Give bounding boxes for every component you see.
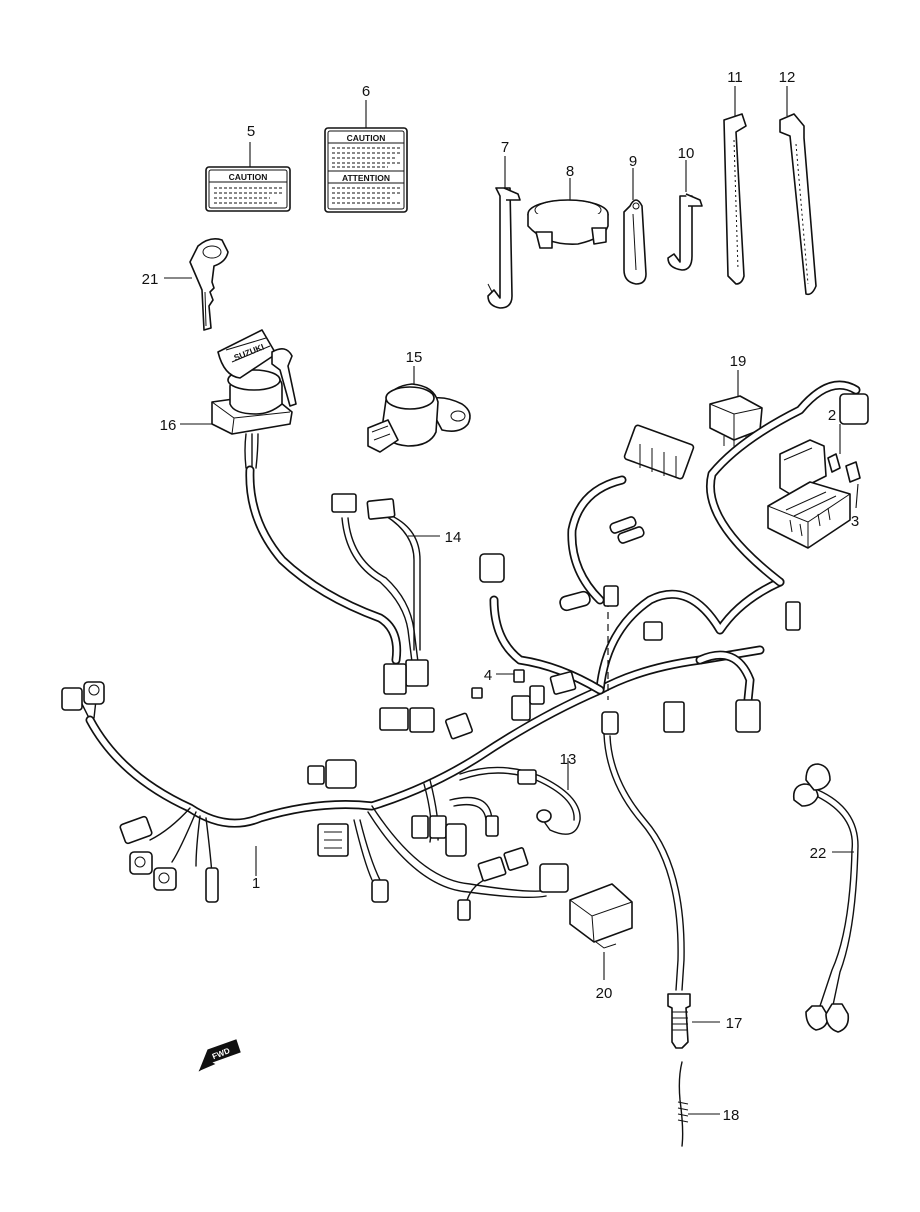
- callout-1: 1: [252, 875, 260, 892]
- sub-harness-part-14: [331, 493, 429, 695]
- caution-label-part-5: CAUTION: [205, 166, 291, 212]
- callout-leaders: [164, 86, 859, 1115]
- fwd-direction-arrow: FWD: [198, 1039, 241, 1072]
- callout-6: 6: [362, 83, 370, 100]
- callout-8: 8: [566, 163, 574, 180]
- callout-13: 13: [560, 751, 577, 768]
- main-wiring-harness-part-1: [61, 380, 869, 921]
- clamp-part-8: [527, 199, 609, 249]
- callout-19: 19: [730, 353, 747, 370]
- callout-22: 22: [810, 845, 827, 862]
- spring-part-18: [677, 1061, 689, 1147]
- cable-tie-part-12: [779, 113, 817, 296]
- label6-top-header: CAUTION: [347, 133, 386, 143]
- callout-2: 2: [828, 407, 836, 424]
- relay-part-19: [709, 395, 763, 450]
- callout-11: 11: [727, 69, 743, 86]
- ignition-switch-part-16: SUZUKI: [211, 329, 297, 469]
- ground-wire-part-13: [459, 766, 581, 835]
- label6-bottom-header: ATTENTION: [342, 173, 390, 183]
- switch-part-15: [367, 383, 471, 453]
- label5-header: CAUTION: [229, 172, 268, 182]
- callout-21: 21: [142, 271, 159, 288]
- callout-9: 9: [629, 153, 637, 170]
- strap-part-9: [623, 199, 647, 285]
- callout-14: 14: [445, 529, 462, 546]
- lead-wire-part-22: [792, 763, 859, 1033]
- sensor-part-17: [603, 733, 691, 1049]
- ignition-key-part-21: [189, 238, 229, 331]
- control-module-part-20: [569, 883, 633, 949]
- callout-4: 4: [484, 667, 492, 684]
- callout-7: 7: [501, 139, 509, 156]
- callout-numbers: 5 6 7 8 9 10 11 12 21 16 15 19 2 3 14 4 …: [142, 69, 860, 1124]
- callout-3: 3: [851, 513, 859, 530]
- caution-attention-label-part-6: CAUTION ATTENTION: [324, 127, 408, 213]
- callout-15: 15: [406, 349, 423, 366]
- fuse-box-parts-2-3: [767, 439, 861, 549]
- callout-5: 5: [247, 123, 255, 140]
- callout-17: 17: [726, 1015, 743, 1032]
- callout-10: 10: [678, 145, 695, 162]
- callout-16: 16: [160, 417, 177, 434]
- bracket-part-7: [487, 187, 521, 309]
- callout-12: 12: [779, 69, 796, 86]
- cable-tie-part-11: [723, 113, 747, 285]
- callout-18: 18: [723, 1107, 740, 1124]
- callout-20: 20: [596, 985, 613, 1002]
- bracket-part-10: [667, 193, 703, 271]
